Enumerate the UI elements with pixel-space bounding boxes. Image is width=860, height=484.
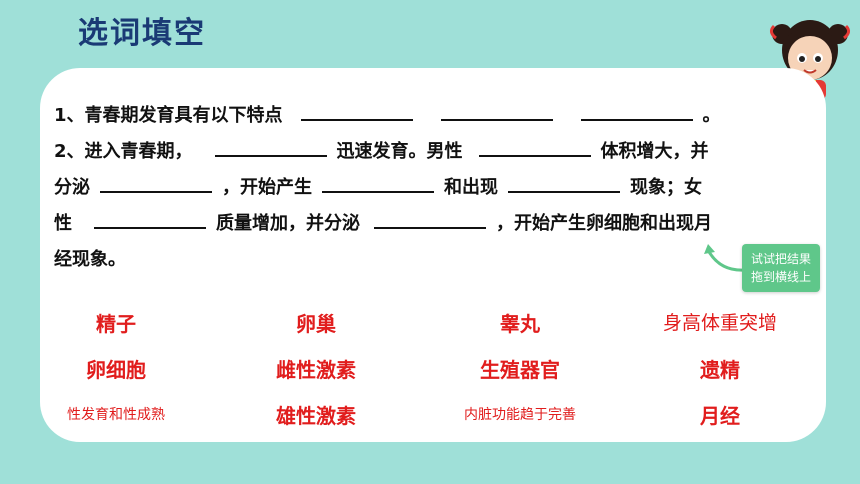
option-4[interactable]: 身高体重突增 <box>662 312 777 334</box>
curved-arrow-icon <box>704 244 747 272</box>
option-1[interactable]: 精子 <box>96 312 136 336</box>
option-9[interactable]: 性发育和性成熟 <box>67 407 165 423</box>
hint-tooltip: 试试把结果 拖到横线上 <box>742 244 820 292</box>
option-6[interactable]: 雌性激素 <box>276 358 356 382</box>
content-card <box>40 68 826 442</box>
blank-3[interactable] <box>580 99 693 121</box>
blank-10[interactable] <box>374 207 486 229</box>
line-2: 2、进入青春期，迅速发育。男性体积增大，并 <box>54 134 794 170</box>
blank-7[interactable] <box>322 171 434 193</box>
option-12[interactable]: 月经 <box>700 404 740 428</box>
blank-6[interactable] <box>100 171 212 193</box>
fill-in-passage: 1、青春期发育具有以下特点。 2、进入青春期，迅速发育。男性体积增大，并 分泌，… <box>54 98 794 278</box>
blank-1[interactable] <box>300 99 413 121</box>
blank-5[interactable] <box>478 135 591 157</box>
option-10[interactable]: 雄性激素 <box>276 404 356 428</box>
option-3[interactable]: 睾丸 <box>500 312 540 336</box>
line-1: 1、青春期发育具有以下特点。 <box>54 98 794 134</box>
page-title: 选词填空 <box>78 16 206 51</box>
option-8[interactable]: 遗精 <box>700 358 740 382</box>
option-5[interactable]: 卵细胞 <box>86 358 146 382</box>
blank-8[interactable] <box>508 171 620 193</box>
blank-2[interactable] <box>440 99 553 121</box>
line-4: 性质量增加，并分泌，开始产生卵细胞和出现月 <box>54 206 794 242</box>
blank-4[interactable] <box>214 135 327 157</box>
option-2[interactable]: 卵巢 <box>296 312 336 336</box>
option-7[interactable]: 生殖器官 <box>480 358 560 382</box>
option-11[interactable]: 内脏功能趋于完善 <box>464 407 576 423</box>
line-3: 分泌，开始产生和出现现象；女 <box>54 170 794 206</box>
line-5: 经现象。 <box>54 249 126 270</box>
blank-9[interactable] <box>94 207 206 229</box>
